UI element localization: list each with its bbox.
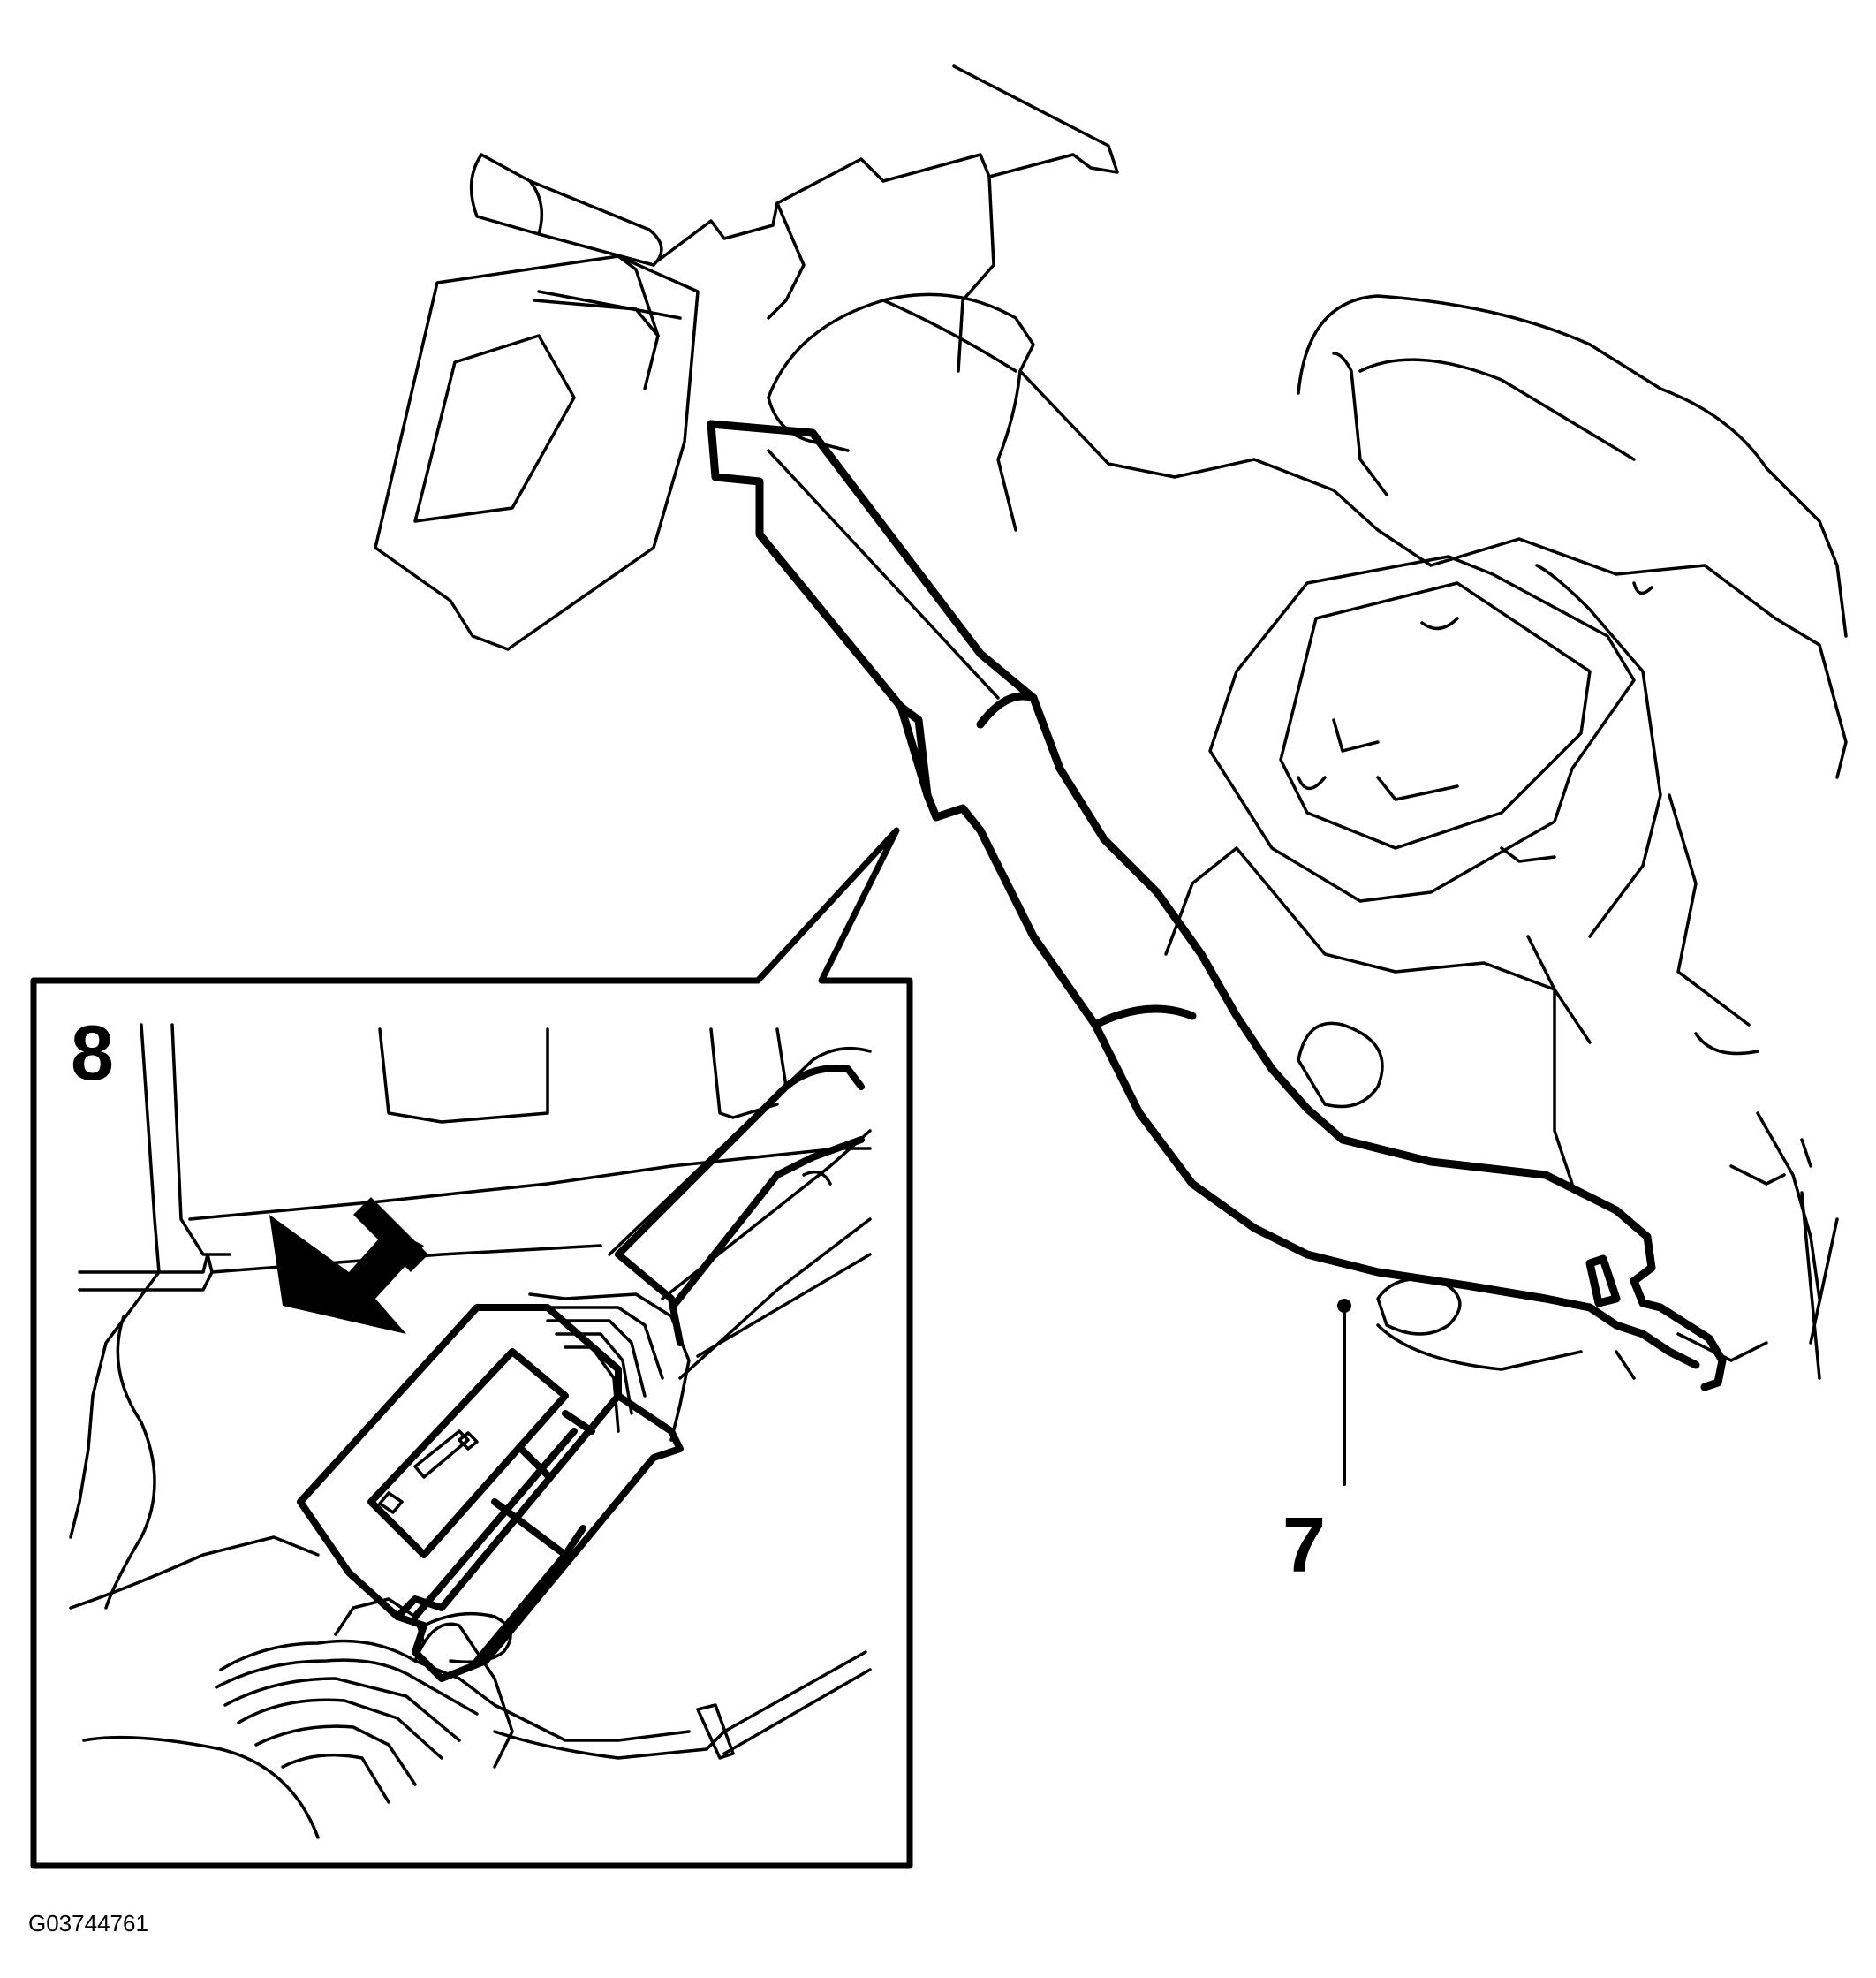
- inset-connector-detail: [69, 1023, 872, 1839]
- detail-inset-frame: [30, 827, 913, 1869]
- callout-8: 8: [71, 1009, 114, 1096]
- wiring-harness-7: [707, 420, 1727, 1391]
- figure-id: G03744761: [28, 1910, 148, 1936]
- callout-7-leader: [1337, 1299, 1351, 1486]
- steering-column: [374, 64, 1848, 1380]
- inset-connector-outline: [297, 1065, 865, 1682]
- callout-7: 7: [1282, 1501, 1326, 1588]
- disconnect-direction-arrow-icon: [269, 1197, 428, 1334]
